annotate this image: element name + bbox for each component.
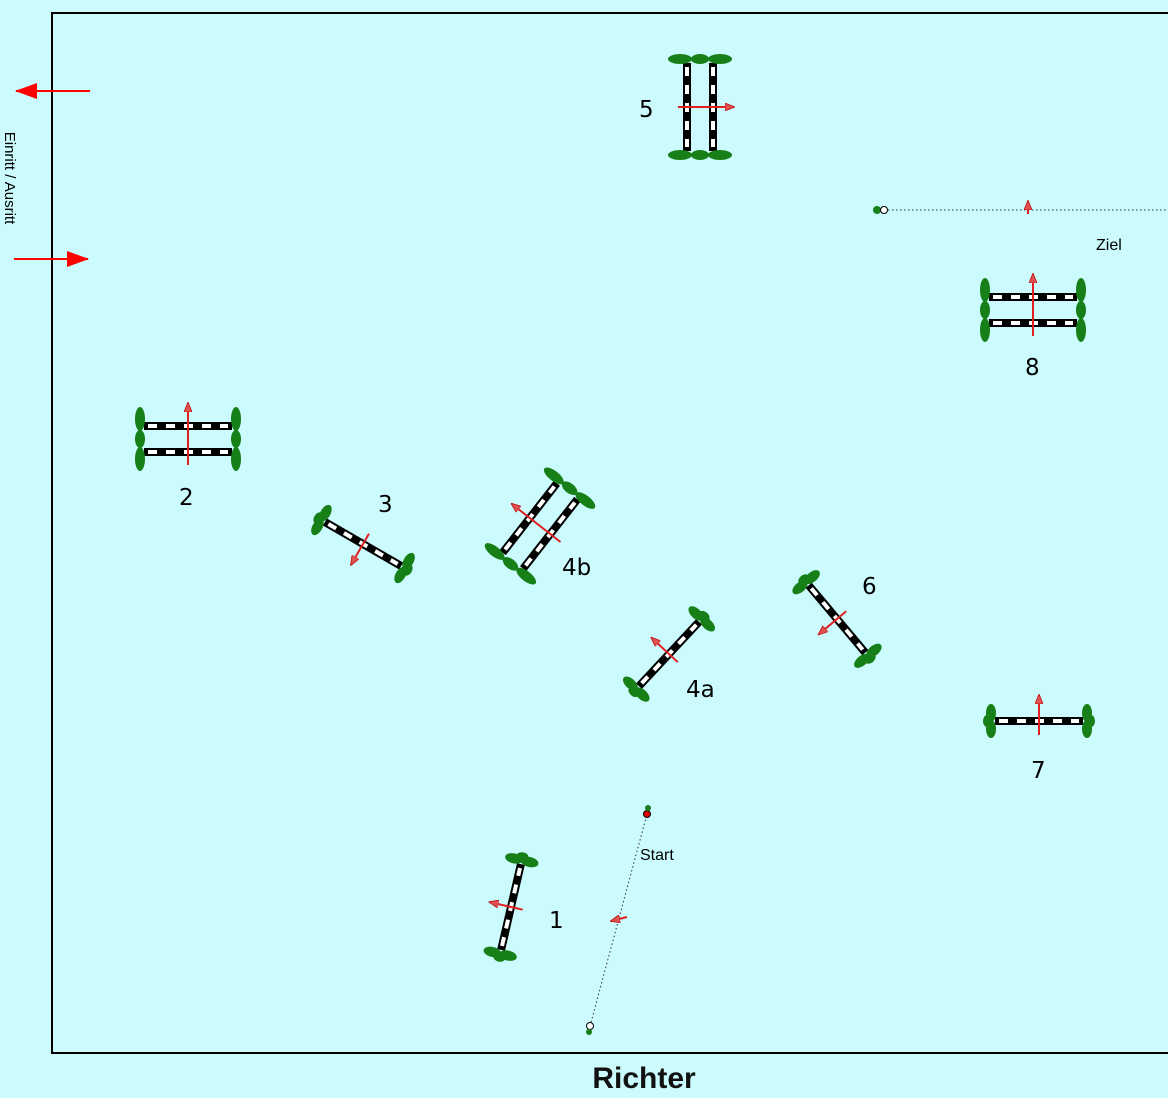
judge-label: Richter: [592, 1062, 696, 1095]
finish-label: Ziel: [1096, 237, 1122, 254]
obstacle-5-label: 5: [639, 97, 654, 123]
finish-line: [873, 201, 1168, 214]
obstacle-2-label: 2: [179, 485, 194, 511]
obstacle-7: [983, 695, 1095, 738]
obstacle-4b: [479, 462, 598, 587]
obstacle-8-label: 8: [1025, 355, 1040, 381]
start-label: Start: [640, 847, 674, 864]
obstacle-4b-label: 4b: [562, 555, 591, 581]
obstacle-5: [668, 54, 734, 160]
obstacle-6-label: 6: [862, 574, 877, 600]
obstacle-3: [303, 501, 420, 593]
obstacle-2: [135, 403, 241, 471]
obstacle-4a: [613, 597, 719, 707]
obstacle-8: [980, 274, 1086, 342]
arena-border: [51, 12, 1168, 1054]
obstacle-1: [477, 847, 540, 965]
entry-exit-label: Einritt / Ausritt: [1, 131, 18, 225]
obstacle-7-label: 7: [1031, 758, 1046, 784]
obstacle-4a-label: 4a: [686, 677, 715, 703]
start-line: [586, 805, 651, 1035]
obstacle-6: [783, 565, 886, 677]
obstacle-1-label: 1: [549, 908, 564, 934]
obstacle-3-label: 3: [378, 492, 393, 518]
